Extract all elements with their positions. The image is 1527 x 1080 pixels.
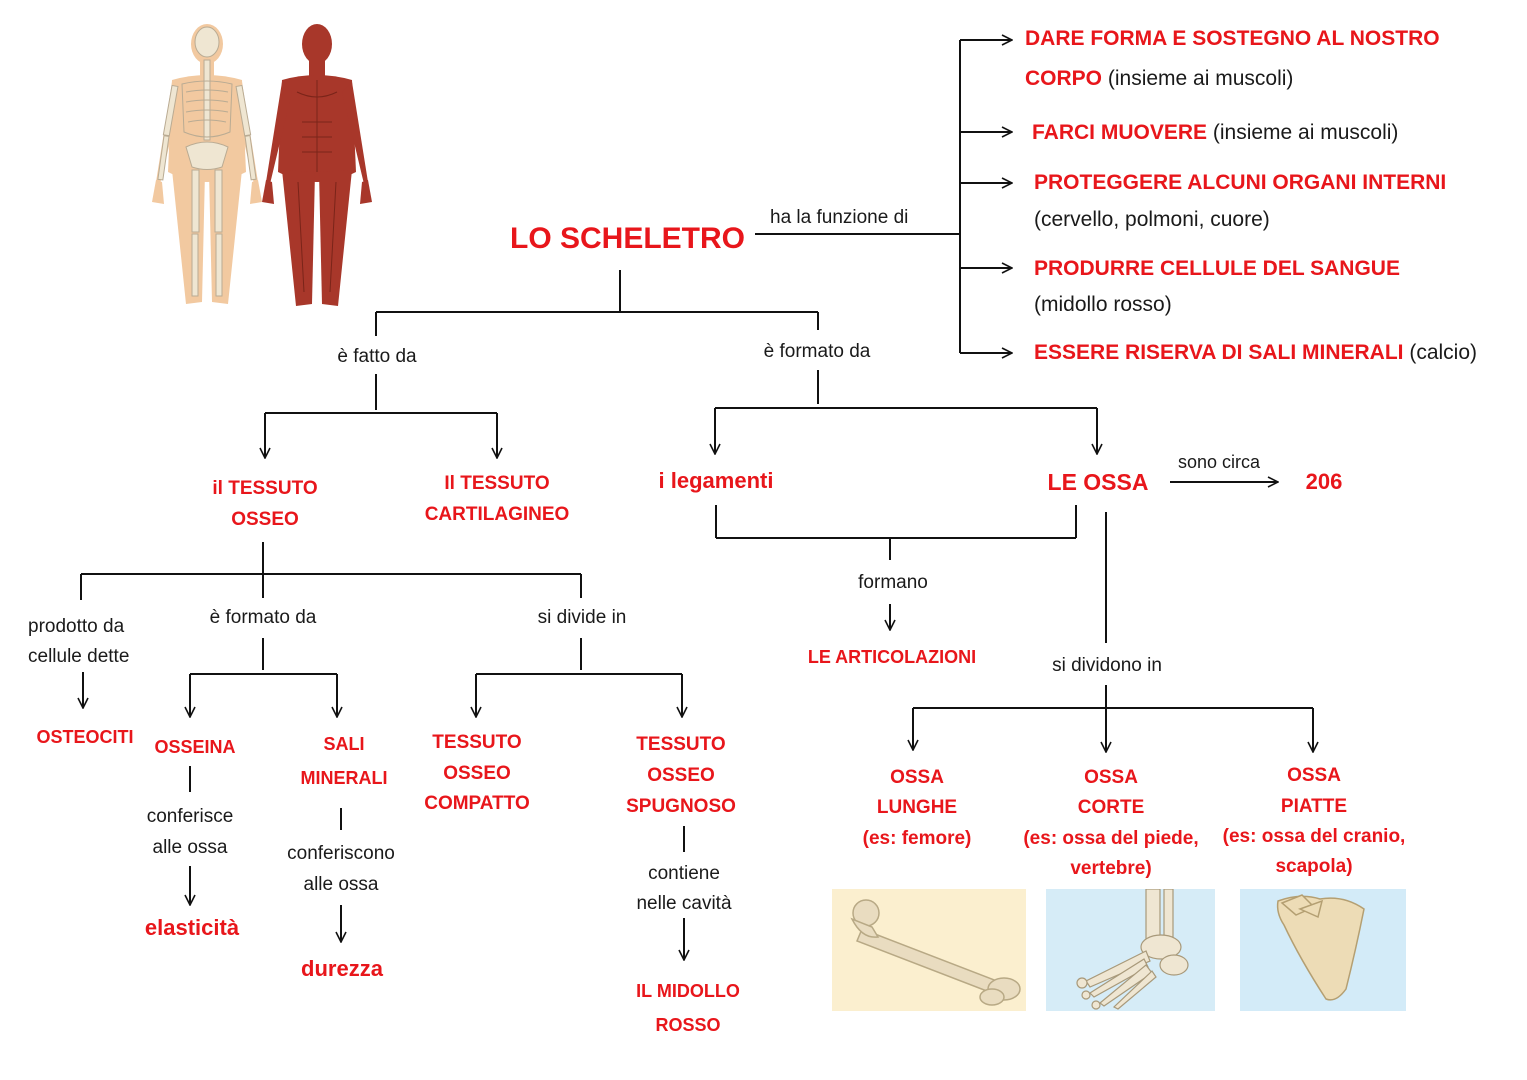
function-4-note: (midollo rosso): [1034, 293, 1172, 316]
node-tessuto-osseo: il TESSUTO: [212, 478, 318, 499]
node-ossa-corte-3: (es: ossa del piede,: [1023, 828, 1199, 849]
label-cellule-dette: cellule dette: [28, 646, 130, 667]
node-compatto-2: OSSEO: [443, 763, 511, 784]
node-osseina: OSSEINA: [154, 737, 236, 757]
label-si-dividono-in: si dividono in: [1052, 655, 1162, 676]
label-osseo-formato-da: è formato da: [209, 607, 317, 628]
node-ossa-piatte-1: OSSA: [1287, 765, 1341, 786]
node-tessuto-osseo-2: OSSEO: [231, 509, 299, 530]
label-contiene: contiene: [648, 863, 720, 884]
node-ossa-corte-1: OSSA: [1084, 767, 1138, 788]
label-conferiscono: conferiscono: [287, 843, 395, 864]
node-elasticita: elasticità: [144, 915, 240, 940]
node-compatto-1: TESSUTO: [432, 732, 522, 753]
node-ossa: LE OSSA: [1047, 469, 1149, 495]
muscle-figure-icon: [262, 24, 372, 306]
node-ossa-corte-4: vertebre): [1070, 858, 1152, 879]
function-2: FARCI MUOVERE (insieme ai muscoli): [1032, 121, 1399, 144]
node-compatto-3: COMPATTO: [424, 793, 530, 814]
foot-bones-image-icon: [1046, 889, 1215, 1011]
diagram-title: LO SCHELETRO: [510, 222, 746, 255]
label-conferisce: conferisce: [146, 806, 234, 827]
node-articolazioni: LE ARTICOLAZIONI: [807, 647, 977, 667]
node-spugnoso-2: OSSEO: [647, 765, 715, 786]
scapula-image-icon: [1240, 889, 1406, 1011]
label-alle-ossa-2: alle ossa: [303, 874, 379, 895]
function-1-line2: CORPO (insieme ai muscoli): [1025, 67, 1294, 90]
node-ossa-piatte-4: scapola): [1275, 856, 1353, 877]
node-tessuto-cartilagineo: Il TESSUTO: [444, 473, 550, 494]
node-midollo-2: ROSSO: [655, 1015, 721, 1035]
node-sali: SALI: [323, 734, 365, 754]
label-prodotto-da: prodotto da: [28, 616, 125, 637]
node-osteociti: OSTEOCITI: [36, 727, 134, 747]
function-1: DARE FORMA E SOSTEGNO AL NOSTRO: [1025, 27, 1440, 50]
label-funzione: ha la funzione di: [770, 207, 909, 228]
skeleton-figure-icon: [152, 24, 262, 304]
label-si-divide-in: si divide in: [537, 607, 627, 628]
node-206: 206: [1305, 469, 1343, 494]
function-3-note: (cervello, polmoni, cuore): [1034, 208, 1270, 231]
node-spugnoso-1: TESSUTO: [636, 734, 726, 755]
femur-image-icon: [832, 889, 1026, 1011]
node-ossa-lunghe-1: OSSA: [890, 767, 944, 788]
function-5: ESSERE RISERVA DI SALI MINERALI (calcio): [1034, 341, 1478, 364]
label-formato-da: è formato da: [763, 341, 871, 362]
node-midollo-1: IL MIDOLLO: [636, 981, 740, 1001]
node-minerali: MINERALI: [300, 768, 388, 788]
function-4: PRODURRE CELLULE DEL SANGUE: [1034, 257, 1400, 280]
label-formano: formano: [858, 572, 928, 593]
node-ossa-piatte-3: (es: ossa del cranio,: [1222, 826, 1406, 847]
node-legamenti: i legamenti: [658, 468, 774, 493]
node-ossa-corte-2: CORTE: [1077, 797, 1145, 818]
node-durezza: durezza: [301, 956, 383, 981]
label-fatto-da: è fatto da: [337, 346, 417, 367]
node-tessuto-cartilagineo-2: CARTILAGINEO: [424, 504, 570, 525]
node-ossa-lunghe-2: LUNGHE: [876, 797, 958, 818]
node-ossa-lunghe-3: (es: femore): [862, 828, 972, 849]
label-sono-circa: sono circa: [1177, 452, 1261, 472]
node-ossa-piatte-2: PIATTE: [1280, 796, 1348, 817]
label-alle-ossa-1: alle ossa: [152, 837, 228, 858]
node-spugnoso-3: SPUGNOSO: [626, 796, 736, 817]
function-3: PROTEGGERE ALCUNI ORGANI INTERNI: [1034, 171, 1447, 194]
label-nelle-cavita: nelle cavità: [636, 893, 732, 914]
